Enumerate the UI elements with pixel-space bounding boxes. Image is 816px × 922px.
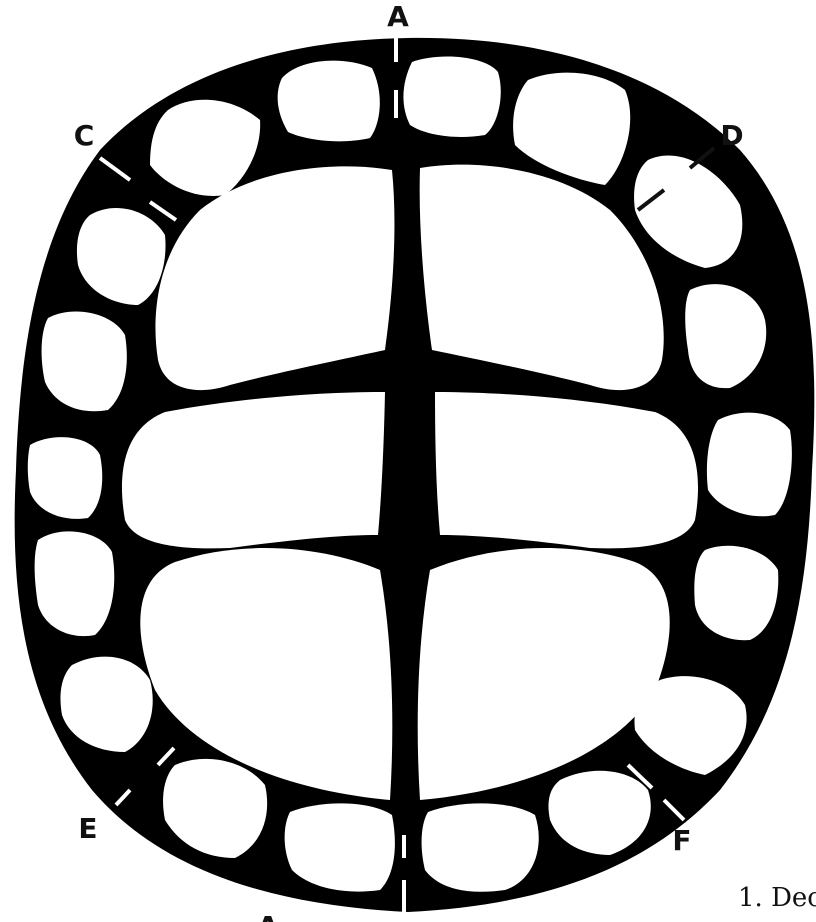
marker-label-a-bottom: A: [257, 910, 279, 922]
marginal-scute: [694, 546, 778, 640]
marker-label-d: D: [720, 119, 743, 152]
marker-label-f: F: [672, 824, 691, 857]
marker-label-c: C: [74, 119, 95, 152]
scute-middle-right: [435, 392, 698, 548]
marginal-scute: [422, 803, 539, 891]
marginal-scute: [707, 413, 792, 517]
figure-caption: 1. Dec: [738, 885, 816, 911]
marginal-scute: [278, 61, 380, 142]
scute-middle-left: [122, 392, 385, 548]
marker-label-a-top: A: [387, 0, 409, 33]
marker-label-e: E: [78, 812, 97, 845]
marginal-scute: [403, 57, 500, 137]
